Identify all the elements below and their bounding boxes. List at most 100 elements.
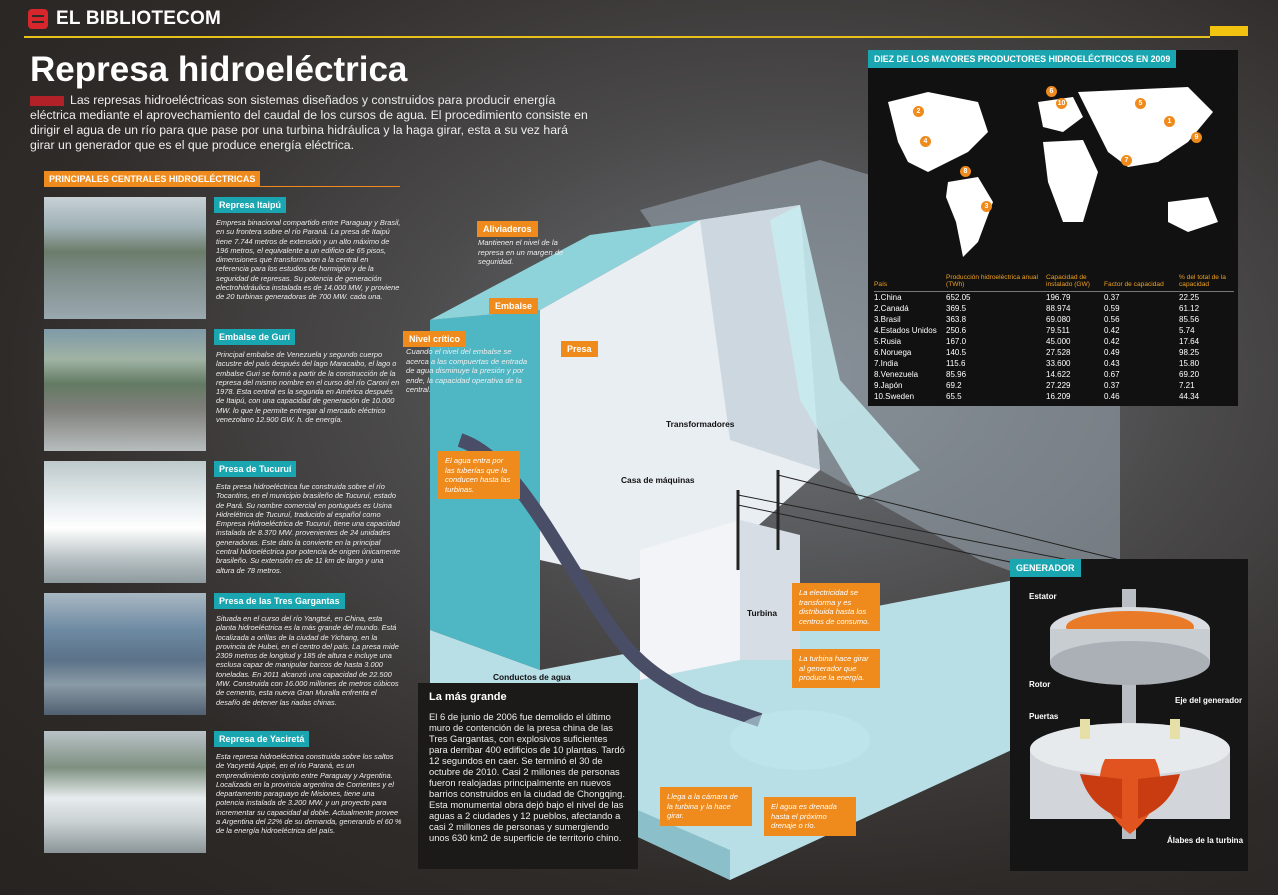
table-cell: 6.Noruega xyxy=(874,348,912,357)
label-estator: Estator xyxy=(1029,592,1057,601)
tag-nivel-critico: Nivel crítico xyxy=(403,331,467,347)
th-pais: País xyxy=(874,281,888,289)
table-cell: 14.622 xyxy=(1046,370,1071,379)
marker-5: 5 xyxy=(1135,98,1146,109)
card-tucurui: Presa de Tucuruí Esta presa hidroeléctri… xyxy=(44,461,404,583)
table-cell: 7.21 xyxy=(1179,381,1195,390)
map-title: DIEZ DE LOS MAYORES PRODUCTORES HIDROELÉ… xyxy=(868,50,1177,68)
box-text: El 6 de junio de 2006 fue demolido el úl… xyxy=(429,711,625,843)
table-cell: 69.2 xyxy=(946,381,962,390)
north-america xyxy=(888,92,988,172)
table-cell: 8.Venezuela xyxy=(874,370,919,379)
table-cell: 85.56 xyxy=(1179,315,1200,324)
spillway-water xyxy=(770,205,920,500)
la-mas-grande-box: La más grande El 6 de junio de 2006 fue … xyxy=(418,683,638,869)
section-title: PRINCIPALES CENTRALES HIDROELÉCTRICAS xyxy=(44,171,261,187)
tag-aliviaderos: Aliviaderos xyxy=(477,221,538,237)
stator-base xyxy=(1050,641,1210,685)
world-map xyxy=(888,87,1218,257)
turbine-blade xyxy=(1080,774,1122,819)
table-cell: 69.20 xyxy=(1179,370,1200,379)
label-puertas: Puertas xyxy=(1029,712,1059,721)
marker-6: 6 xyxy=(1046,86,1057,97)
table-cell: 652.05 xyxy=(946,293,971,302)
card-yacireta: Represa de Yaciretá Esta represa hidroel… xyxy=(44,731,404,853)
gate xyxy=(1080,719,1090,739)
label-casa-maquinas: Casa de máquinas xyxy=(621,475,695,485)
power-line xyxy=(777,474,1121,561)
intro-marker xyxy=(30,95,64,106)
table-cell: 65.5 xyxy=(946,392,962,401)
table-cell: 17.64 xyxy=(1179,337,1200,346)
table-cell: 69.080 xyxy=(1046,315,1071,324)
table-cell: 0.49 xyxy=(1104,348,1120,357)
label-conductos: Conductos de agua xyxy=(493,672,571,682)
generator-illustration xyxy=(1030,589,1230,839)
table-cell: 167.0 xyxy=(946,337,967,346)
producers-table: País Producción hidroeléctrica anual (TW… xyxy=(874,272,1234,402)
table-cell: 33.600 xyxy=(1046,359,1071,368)
table-cell: 369.5 xyxy=(946,304,967,313)
card-title: Represa Itaipú xyxy=(214,197,287,213)
card-title: Presa de las Tres Gargantas xyxy=(214,593,345,609)
card-photo xyxy=(44,461,206,583)
card-text: Esta presa hidroeléctrica fue construida… xyxy=(216,482,401,575)
powerhouse xyxy=(640,520,740,680)
table-cell: 22.25 xyxy=(1179,293,1200,302)
europe xyxy=(1038,97,1083,132)
intro-paragraph: Las represas hidroeléctricas son sistema… xyxy=(30,93,590,153)
th-produccion: Producción hidroeléctrica anual (TWh) xyxy=(946,273,1039,289)
card-photo xyxy=(44,329,206,451)
table-cell: 7.India xyxy=(874,359,899,368)
card-text: Principal embalse de Venezuela y segundo… xyxy=(216,350,400,425)
table-cell: 0.46 xyxy=(1104,392,1120,401)
card-photo xyxy=(44,197,206,319)
table-cell: 0.42 xyxy=(1104,337,1120,346)
outlet-water xyxy=(730,710,870,770)
table-cell: 98.25 xyxy=(1179,348,1200,357)
box-title: La más grande xyxy=(429,691,507,703)
brand-logo[interactable]: EL BIBLIOTECOM xyxy=(28,8,221,30)
th-capacidad: Capacidad de instalado (GW) xyxy=(1046,273,1090,289)
marker-2: 2 xyxy=(913,106,924,117)
note-aliviaderos: Mantienen el nivel de la represa en un m… xyxy=(478,238,564,266)
south-america xyxy=(946,177,993,257)
section-rule xyxy=(44,186,400,187)
generator-panel: GENERADOR Estator Rotor Eje del generado… xyxy=(1010,559,1248,871)
note-nivel-critico: Cuando el nivel del embalse se acerca a … xyxy=(406,347,528,394)
table-cell: 45.000 xyxy=(1046,337,1071,346)
th-factor: Factor de capacidad xyxy=(1104,281,1164,289)
table-cell: 0.43 xyxy=(1104,359,1120,368)
turbine-blade xyxy=(1138,774,1180,819)
tag-presa: Presa xyxy=(561,341,598,357)
top-accent-block xyxy=(1210,26,1248,36)
label-alabes: Álabes de la turbina xyxy=(1167,836,1244,845)
book-icon xyxy=(28,9,48,29)
card-photo xyxy=(44,731,206,853)
asia xyxy=(1078,87,1213,167)
table-cell: 44.34 xyxy=(1179,392,1200,401)
marker-8: 8 xyxy=(960,166,971,177)
card-tres-gargantas: Presa de las Tres Gargantas Situada en e… xyxy=(44,593,404,715)
producers-panel: DIEZ DE LOS MAYORES PRODUCTORES HIDROELÉ… xyxy=(868,50,1238,406)
table-cell: 3.Brasil xyxy=(874,315,901,324)
gate xyxy=(1170,719,1180,739)
table-cell: 16.209 xyxy=(1046,392,1071,401)
table-cell: 15.80 xyxy=(1179,359,1200,368)
table-cell: 88.974 xyxy=(1046,304,1071,313)
callout-drenada: El agua es drenada hasta el próximo dren… xyxy=(764,797,856,836)
table-cell: 0.67 xyxy=(1104,370,1120,379)
table-cell: 0.59 xyxy=(1104,304,1120,313)
card-title: Embalse de Gurí xyxy=(214,329,296,345)
marker-10: 10 xyxy=(1056,98,1067,109)
table-cell: 0.37 xyxy=(1104,381,1120,390)
table-cell: 140.5 xyxy=(946,348,967,357)
tag-embalse: Embalse xyxy=(489,298,539,314)
table-cell: 1.China xyxy=(874,293,902,302)
table-header: País Producción hidroeléctrica anual (TW… xyxy=(874,272,1234,292)
